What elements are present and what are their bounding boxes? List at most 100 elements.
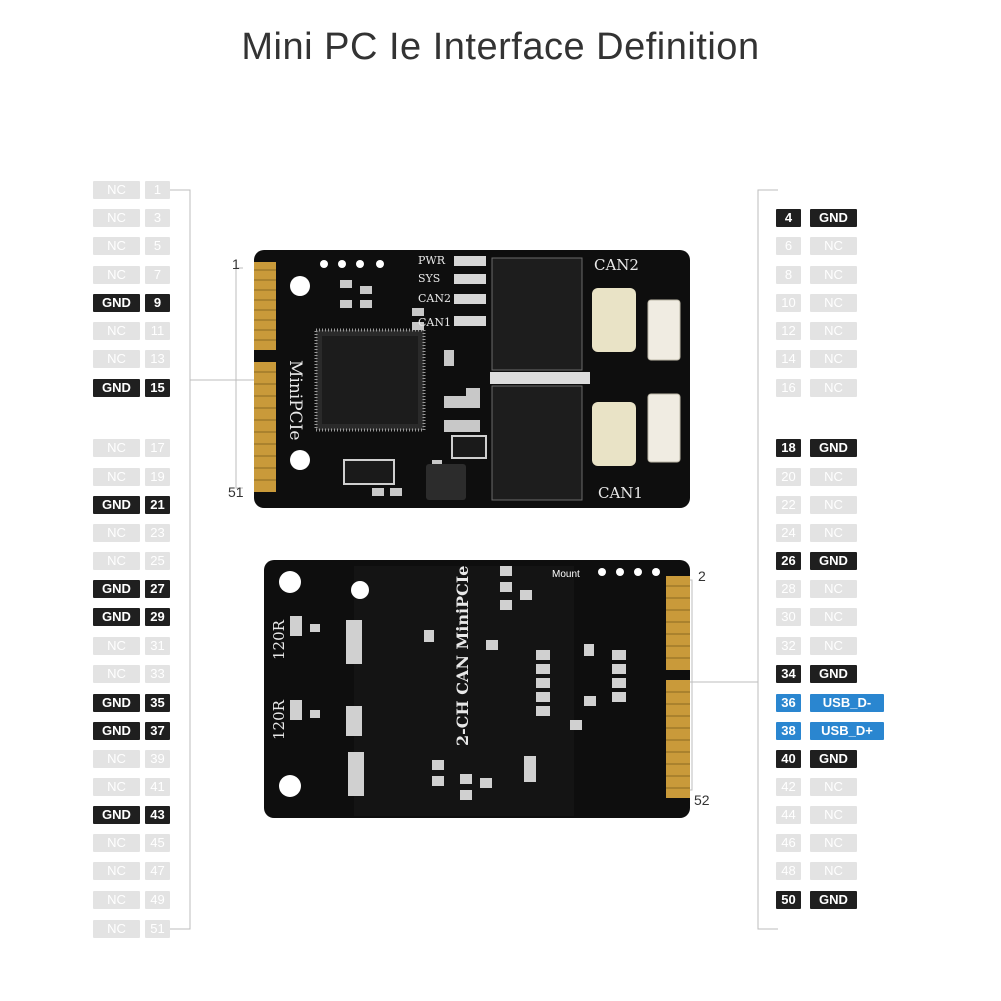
- pin-label: NC: [810, 862, 857, 880]
- back-pin-last: 52: [694, 792, 710, 808]
- led-label-can1: CAN1: [418, 316, 451, 329]
- pin-label: GND: [810, 552, 857, 570]
- pin-number: 19: [145, 468, 170, 486]
- pin-label: NC: [810, 237, 857, 255]
- back-pin-first: 2: [698, 568, 706, 584]
- can1-connector: [647, 393, 681, 463]
- pin-number: 38: [776, 722, 801, 740]
- pin-number: 20: [776, 468, 801, 486]
- pin-number: 35: [145, 694, 170, 712]
- pin-label: 3.3V: [820, 921, 847, 936]
- silk-minipcie: MiniPCIe: [285, 360, 305, 440]
- pin-label: GND: [93, 694, 140, 712]
- pin-label: USB_D-: [810, 694, 884, 712]
- pin-number: 40: [776, 750, 801, 768]
- pin-label: GND: [810, 750, 857, 768]
- pin-number: 41: [145, 778, 170, 796]
- resistor-label-2: 120R: [270, 699, 288, 740]
- led-label-can2: CAN2: [418, 292, 451, 305]
- pin-number: 31: [145, 637, 170, 655]
- pin-number: 12: [776, 322, 801, 340]
- pin-number: 22: [776, 496, 801, 514]
- can1-label: CAN1: [598, 484, 643, 502]
- pin-number: 13: [145, 350, 170, 368]
- front-pin-last: 51: [228, 484, 244, 500]
- pin-number: 33: [145, 665, 170, 683]
- pin-label: NC: [93, 468, 140, 486]
- pin-number: 39: [145, 750, 170, 768]
- led-label-sys: SYS: [418, 272, 440, 285]
- pin-number: 34: [776, 665, 801, 683]
- pin-label: GND: [93, 294, 140, 312]
- mount-hole: [290, 276, 310, 296]
- pin-number: 16: [776, 379, 801, 397]
- pin-number: 32: [776, 637, 801, 655]
- silk-title: 2-CH CAN MiniPCIe: [453, 566, 472, 746]
- front-board: MiniPCIe PWR SYS CAN2 CAN1 CAN2 CAN1: [254, 250, 690, 508]
- pin-number: 26: [776, 552, 801, 570]
- pin-label: NC: [93, 209, 140, 227]
- page-title: Mini PC Ie Interface Definition: [241, 26, 760, 68]
- mount-hole: [290, 450, 310, 470]
- pin-number: 5: [145, 237, 170, 255]
- isolator-1: [592, 402, 636, 466]
- pin-number: 2: [784, 182, 793, 197]
- pin-label: NC: [93, 181, 140, 199]
- gold-contacts-front: [254, 262, 276, 492]
- pin-label: GND: [93, 722, 140, 740]
- gold-contacts-back: [666, 576, 690, 798]
- pin-label: NC: [93, 778, 140, 796]
- pin-label: GND: [810, 439, 857, 457]
- pin-number: 47: [145, 862, 170, 880]
- pin-label: NC: [810, 806, 857, 824]
- pin-number: 25: [145, 552, 170, 570]
- pin-number: 50: [776, 891, 801, 909]
- pin-label: NC: [810, 834, 857, 852]
- pin-label: NC: [93, 524, 140, 542]
- pin-label: GND: [93, 608, 140, 626]
- pin-label: NC: [93, 266, 140, 284]
- pin-label: GND: [93, 580, 140, 598]
- pin-number: 44: [776, 806, 801, 824]
- pin-number: 3: [145, 209, 170, 227]
- pin-label: NC: [93, 552, 140, 570]
- pin-label: NC: [93, 862, 140, 880]
- pin-number: 11: [145, 322, 170, 340]
- pin-number: 30: [776, 608, 801, 626]
- pin-label: NC: [93, 322, 140, 340]
- pin-label: GND: [810, 665, 857, 683]
- pin-label: GND: [93, 379, 140, 397]
- can2-connector: [647, 299, 681, 361]
- pin-number: 23: [145, 524, 170, 542]
- pin-label: NC: [93, 920, 140, 938]
- pin-label: NC: [810, 379, 857, 397]
- pin-number: 9: [145, 294, 170, 312]
- pin-label: NC: [810, 778, 857, 796]
- pin-number: 18: [776, 439, 801, 457]
- pin-label: NC: [810, 608, 857, 626]
- pin-label: NC: [810, 580, 857, 598]
- pin-label: NC: [93, 891, 140, 909]
- isolator-2: [592, 288, 636, 352]
- pin-label: GND: [810, 209, 857, 227]
- pin-number: 6: [776, 237, 801, 255]
- pin-number: 37: [145, 722, 170, 740]
- pin-number: 10: [776, 294, 801, 312]
- inductor: [426, 464, 466, 500]
- pin-label: NC: [810, 294, 857, 312]
- pin-label: NC: [810, 266, 857, 284]
- led-label-pwr: PWR: [418, 254, 446, 267]
- pin-label: GND: [93, 806, 140, 824]
- pin-number: 52: [781, 921, 796, 936]
- mount-hole: [351, 581, 369, 599]
- pin-label: 3.3V: [820, 182, 847, 197]
- pin-number: 51: [145, 920, 170, 938]
- can-transceiver-2: [491, 257, 583, 371]
- pin-label: NC: [93, 237, 140, 255]
- status-leds: PWR SYS CAN2 CAN1: [418, 254, 486, 329]
- pin-label: NC: [93, 350, 140, 368]
- pin-number: 1: [145, 181, 170, 199]
- pin-number: 17: [145, 439, 170, 457]
- pin-number: 8: [776, 266, 801, 284]
- pin-number: 45: [145, 834, 170, 852]
